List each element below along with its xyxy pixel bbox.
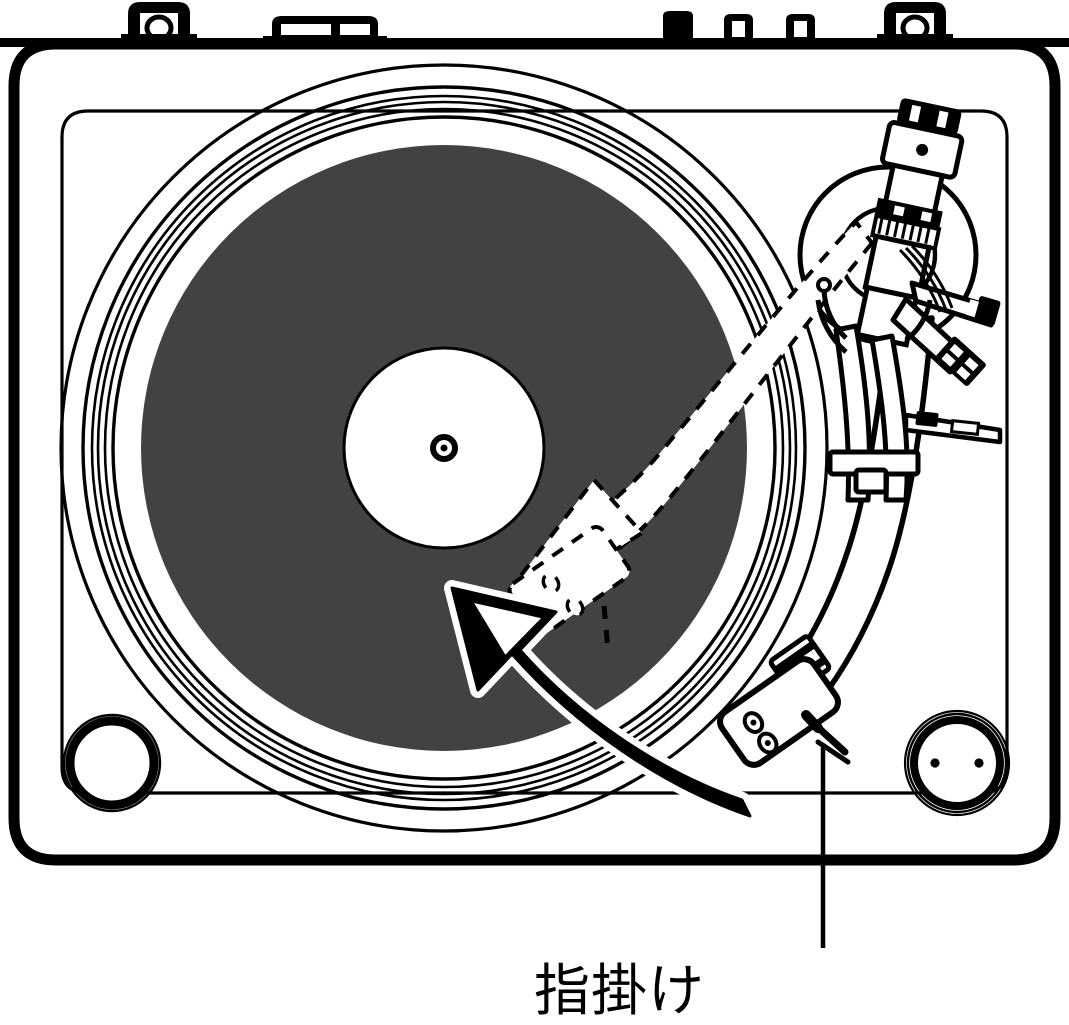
speed-dot-45 xyxy=(974,758,984,768)
rear-jack-block[interactable] xyxy=(663,11,693,40)
spindle-ring xyxy=(430,434,458,462)
tonearm-assembly[interactable] xyxy=(715,96,1003,769)
platter-ring-d xyxy=(111,115,777,781)
pivot-bearing-lines xyxy=(898,244,954,313)
platter-ring-a xyxy=(90,94,798,802)
platter-outer-ring xyxy=(59,63,829,833)
dust-cover-hinge-left[interactable] xyxy=(121,2,197,44)
platter-ring-b xyxy=(96,100,792,796)
counterweight-index-dot xyxy=(916,143,929,156)
rest-clamp-foot xyxy=(853,467,889,495)
spindle-center xyxy=(440,444,448,452)
rear-button-1[interactable] xyxy=(724,14,753,40)
platter xyxy=(59,63,829,833)
anti-skate-lever-lower[interactable] xyxy=(890,296,987,387)
dust-cover-hinge-right[interactable] xyxy=(877,2,953,44)
rear-button-2[interactable] xyxy=(786,14,815,40)
platter-ring-c xyxy=(103,107,785,789)
pivot-screw xyxy=(816,277,832,293)
headshell[interactable] xyxy=(715,654,842,769)
pivot-base-collar xyxy=(815,289,933,354)
motion-arrow xyxy=(444,580,758,824)
power-speed-knob[interactable] xyxy=(62,713,162,813)
cueing-lever[interactable] xyxy=(903,411,1003,445)
cartridge-mount-screws xyxy=(742,711,779,755)
callout-label: 指掛け xyxy=(534,959,705,1024)
speed-selector-knob[interactable] xyxy=(903,709,1011,817)
platter-rim xyxy=(81,85,807,811)
callout-finger-lift: 指掛け xyxy=(534,745,826,1024)
tonearm-rest[interactable] xyxy=(827,323,921,503)
speed-dot-33 xyxy=(930,758,940,768)
